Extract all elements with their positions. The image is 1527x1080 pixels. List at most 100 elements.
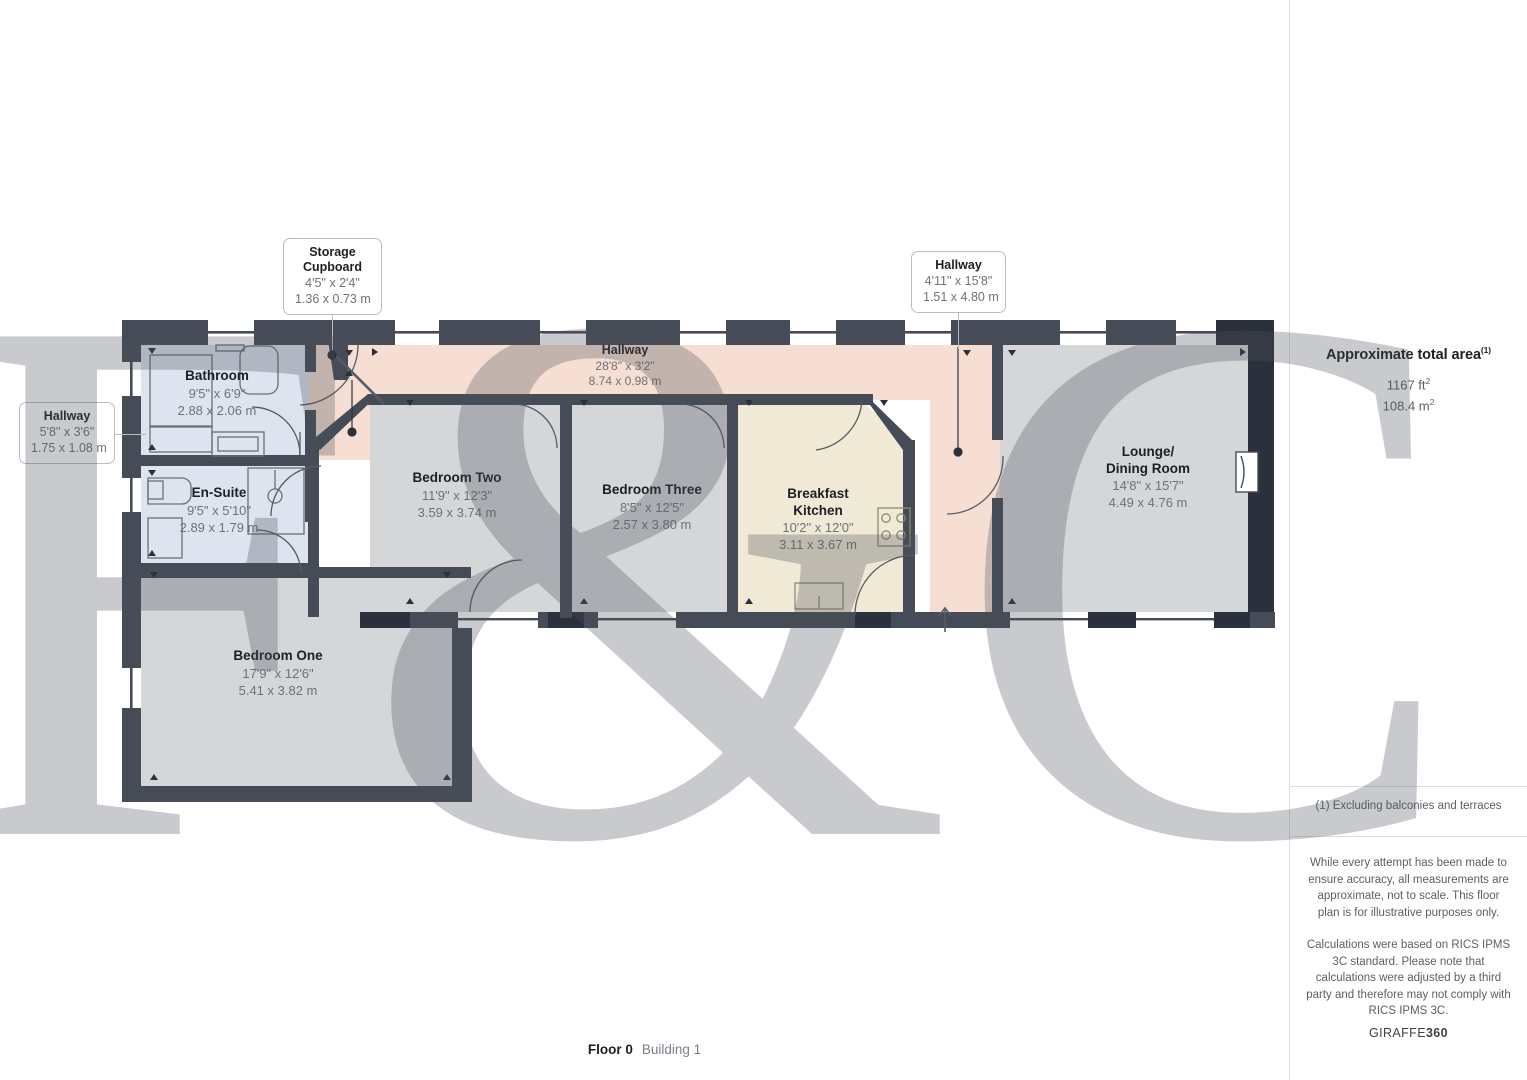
callout-hallway-left: Hallway 5'8" x 3'6" 1.75 x 1.08 m bbox=[19, 402, 115, 464]
interior-wall-kitchen-angle bbox=[862, 394, 912, 450]
total-area-title: Approximate total area(1) bbox=[1304, 345, 1513, 363]
room-name-lounge-line2: Dining Room bbox=[1106, 460, 1190, 476]
callout-name-storage-line1: Storage bbox=[309, 245, 356, 259]
room-label-bathroom: Bathroom 9'5" x 6'9" 2.88 x 2.06 m bbox=[178, 368, 257, 419]
room-name-lounge-line1: Lounge/ bbox=[1121, 444, 1175, 459]
interior-wall-bath-ensuite bbox=[141, 455, 316, 466]
door-group bbox=[251, 344, 1004, 616]
room-name-kitchen-line2: Kitchen bbox=[793, 502, 843, 518]
exterior-wall-bottom-left bbox=[122, 786, 472, 802]
total-area-sqm-value: 108.4 m bbox=[1382, 398, 1430, 414]
ceiling-point-group bbox=[327, 347, 963, 457]
brand-suffix: 360 bbox=[1425, 1026, 1449, 1040]
callout-dim-metric-hallway-right: 1.51 x 4.80 m bbox=[923, 290, 999, 304]
window-group-top bbox=[208, 320, 1216, 345]
room-dim-imperial-lounge: 14'8" x 15'7" bbox=[1112, 478, 1184, 493]
total-area-block: Approximate total area(1) 1167 ft2 108.4… bbox=[1290, 0, 1527, 413]
interior-wall-hallway-right-east2 bbox=[992, 498, 1003, 620]
disclaimer-block: While every attempt has been made to ens… bbox=[1290, 855, 1527, 1036]
window-right-wall bbox=[1235, 451, 1259, 493]
interior-wall-hallway-angle bbox=[310, 394, 379, 450]
room-label-kitchen: Breakfast Kitchen 10'2" x 12'0" 3.11 x 3… bbox=[779, 486, 857, 553]
window-group-left bbox=[122, 362, 141, 708]
fixture-hob bbox=[877, 507, 911, 547]
interior-wall-kitchen-bottom-dark bbox=[360, 612, 410, 628]
room-fill-bedroom-two bbox=[370, 402, 560, 612]
room-dim-metric-bathroom: 2.88 x 2.06 m bbox=[177, 402, 257, 418]
interior-wall-hallway-south bbox=[368, 394, 873, 405]
room-dim-metric-kitchen: 3.11 x 3.67 m bbox=[779, 537, 857, 552]
room-dim-imperial-kitchen: 10'2" x 12'0" bbox=[782, 520, 854, 535]
callout-name-hallway-right: Hallway bbox=[935, 258, 982, 272]
total-area-sqft: 1167 ft2 bbox=[1304, 376, 1513, 392]
room-dim-metric-bedroom-three: 2.57 x 3.80 m bbox=[612, 516, 692, 532]
disclaimer-accuracy: While every attempt has been made to ens… bbox=[1308, 857, 1509, 919]
window-group-bottom bbox=[458, 612, 1250, 628]
room-name-bathroom: Bathroom bbox=[185, 368, 249, 383]
excluding-note: (1) Excluding balconies and terraces bbox=[1315, 800, 1502, 812]
brand-prefix: GIRAFFE bbox=[1368, 1026, 1426, 1040]
room-fill-bathroom bbox=[140, 345, 310, 457]
info-panel: Approximate total area(1) 1167 ft2 108.4… bbox=[1289, 0, 1527, 1080]
footer-building-label: Building 1 bbox=[641, 1042, 702, 1057]
room-dim-imperial-bedroom-two: 11'9" x 12'3" bbox=[421, 487, 493, 503]
dimension-tick-group bbox=[148, 348, 1246, 780]
disclaimer-rics: Calculations were based on RICS IPMS 3C … bbox=[1306, 939, 1511, 1017]
fixture-group-bathroom bbox=[149, 344, 279, 457]
interior-wall-bedroom-two-east bbox=[560, 398, 572, 618]
room-name-kitchen-line1: Breakfast bbox=[787, 486, 849, 501]
interior-wall-bedroom-two-west bbox=[308, 442, 319, 617]
total-area-sqm: 108.4 m2 bbox=[1304, 397, 1513, 413]
room-label-lounge: Lounge/ Dining Room 14'8" x 15'7" 4.49 x… bbox=[1106, 444, 1190, 511]
callout-dim-imperial-hallway-right: 4'11" x 15'8" bbox=[924, 274, 993, 288]
room-dim-imperial-hallway-main: 28'8" x 3'2" bbox=[595, 358, 655, 373]
callout-hallway-right: Hallway 4'11" x 15'8" 1.51 x 4.80 m bbox=[911, 251, 1006, 313]
room-name-bedroom-one: Bedroom One bbox=[233, 648, 323, 663]
room-dim-imperial-bedroom-three: 8'5" x 12'5" bbox=[619, 499, 685, 515]
room-fill-bedroom-three bbox=[572, 402, 732, 612]
callout-storage-cupboard: Storage Cupboard 4'5" x 2'4" 1.36 x 0.73… bbox=[283, 238, 382, 315]
room-dim-metric-hallway-main: 8.74 x 0.98 m bbox=[588, 374, 662, 388]
callout-dim-imperial-hallway-left: 5'8" x 3'6" bbox=[39, 425, 95, 439]
interior-wall-bedroom-three-east bbox=[727, 398, 738, 618]
room-label-bedroom-three: Bedroom Three 8'5" x 12'5" 2.57 x 3.80 m bbox=[602, 482, 702, 533]
interior-wall-hallway-right-east bbox=[992, 345, 1003, 440]
interior-wall-bathroom-right bbox=[305, 330, 316, 372]
room-label-ensuite: En-Suite 9'5" x 5'10" 2.89 x 1.79 m bbox=[180, 485, 259, 536]
callout-name-hallway-left: Hallway bbox=[43, 409, 91, 423]
room-dim-imperial-ensuite: 9'5" x 5'10" bbox=[186, 502, 252, 518]
fixture-kitchen-counter bbox=[794, 582, 844, 610]
room-dim-imperial-bathroom: 9'5" x 6'9" bbox=[188, 385, 246, 401]
room-fill-hallway bbox=[310, 345, 1000, 625]
room-name-bedroom-three: Bedroom Three bbox=[602, 482, 702, 497]
room-fill-ensuite bbox=[140, 465, 312, 563]
leader-line-hallway-right bbox=[958, 309, 959, 349]
leader-line-hallway-left bbox=[114, 434, 146, 435]
total-area-sqm-unit-sup: 2 bbox=[1429, 397, 1435, 408]
total-area-title-text: Approximate total area bbox=[1325, 346, 1481, 363]
room-name-hallway-main: Hallway bbox=[601, 343, 649, 357]
room-label-hallway-main: Hallway 28'8" x 3'2" 8.74 x 0.98 m bbox=[589, 342, 662, 390]
total-area-footnote-marker: (1) bbox=[1480, 345, 1492, 355]
brand-logo: GIRAFFE360 bbox=[1290, 1026, 1527, 1040]
callout-dim-imperial-storage: 4'5" x 2'4" bbox=[305, 276, 360, 290]
panel-divider-bottom bbox=[1290, 836, 1527, 837]
room-dim-imperial-bedroom-one: 17'9" x 12'6" bbox=[242, 665, 314, 681]
total-area-sqft-unit-sup: 2 bbox=[1425, 375, 1431, 386]
callout-dim-metric-storage: 1.36 x 0.73 m bbox=[295, 292, 371, 306]
total-area-sqft-value: 1167 ft bbox=[1386, 377, 1426, 393]
floorplan-canvas bbox=[122, 320, 1275, 802]
room-name-bedroom-two: Bedroom Two bbox=[412, 470, 502, 485]
panel-divider-top bbox=[1290, 786, 1527, 787]
room-dim-metric-bedroom-one: 5.41 x 3.82 m bbox=[238, 682, 318, 698]
room-dim-metric-ensuite: 2.89 x 1.79 m bbox=[179, 519, 259, 535]
room-label-bedroom-one: Bedroom One 17'9" x 12'6" 5.41 x 3.82 m bbox=[233, 648, 322, 699]
footer-floor-label: Floor 0 bbox=[587, 1042, 633, 1057]
floorplan-svg bbox=[122, 320, 1275, 802]
exterior-wall-top bbox=[122, 320, 1212, 345]
callout-name-storage-line2: Cupboard bbox=[302, 260, 363, 274]
room-dim-metric-bedroom-two: 3.59 x 3.74 m bbox=[417, 504, 497, 520]
interior-wall-kitchen-east bbox=[903, 440, 915, 620]
room-fill-kitchen bbox=[735, 402, 912, 612]
